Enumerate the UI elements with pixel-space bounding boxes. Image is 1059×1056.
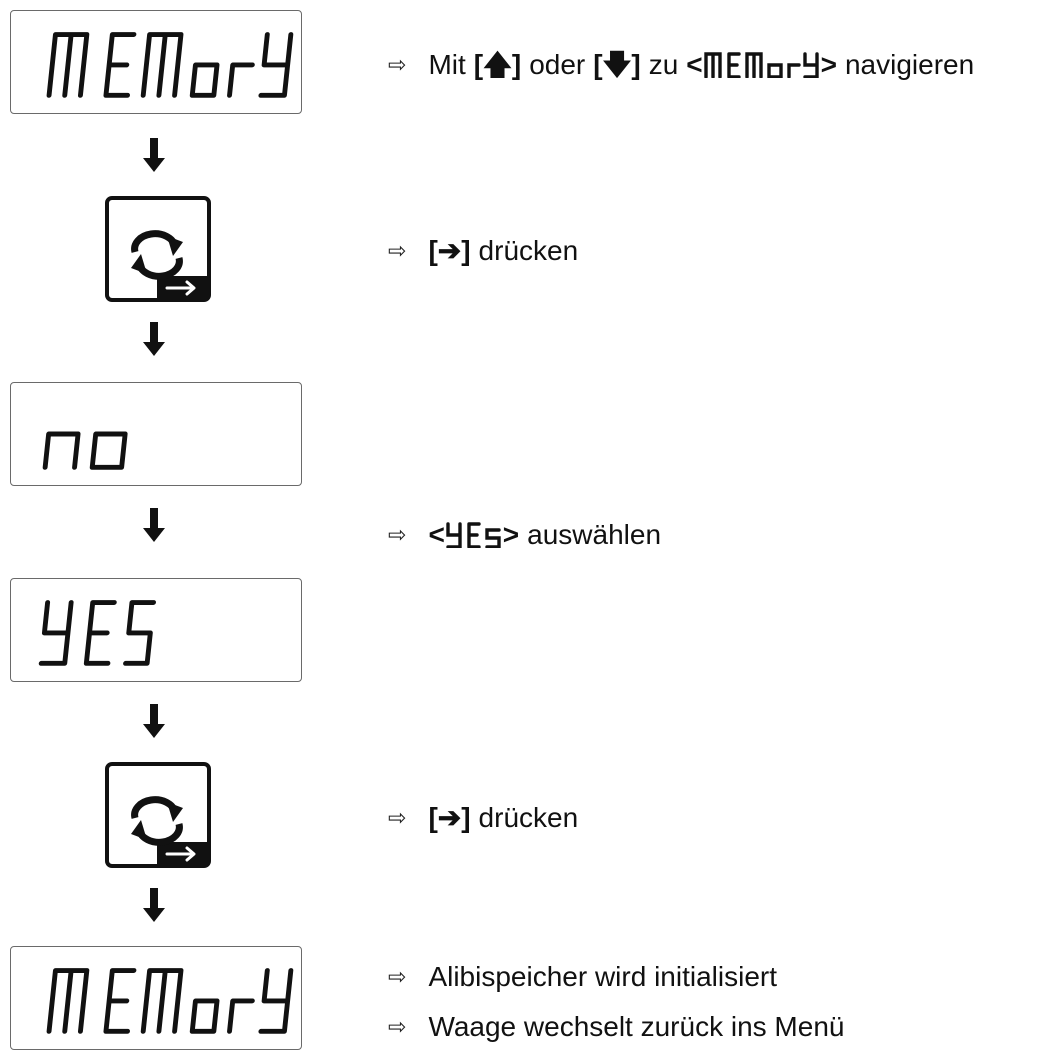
step-text: zu xyxy=(648,49,679,80)
instruction-step-select-yes: ⇨ < > auswählen xyxy=(388,518,661,552)
step-text: drücken xyxy=(478,802,579,833)
display-yes xyxy=(10,578,302,682)
step-text: Waage wechselt zurück ins Menü xyxy=(428,1011,845,1042)
arrow-bullet-icon: ⇨ xyxy=(388,52,407,77)
seven-segment-memory-text xyxy=(46,968,294,1034)
step-text: navigieren xyxy=(844,49,975,80)
seven-segment-no-text xyxy=(42,431,128,470)
down-arrow-icon xyxy=(143,138,165,172)
arrow-bullet-icon: ⇨ xyxy=(388,522,407,547)
bracket-open: < xyxy=(686,49,703,80)
bracket-close: > xyxy=(820,49,837,80)
arrow-bullet-icon: ⇨ xyxy=(388,1014,407,1039)
down-arrow-icon xyxy=(143,704,165,738)
display-no xyxy=(10,382,302,486)
arrow-bullet-icon: ⇨ xyxy=(388,964,407,989)
seven-segment-memory-text xyxy=(46,32,294,98)
arrow-bullet-icon: ⇨ xyxy=(388,805,407,830)
refresh-enter-key-icon xyxy=(105,196,211,302)
instruction-step-return-menu: ⇨ Waage wechselt zurück ins Menü xyxy=(388,1010,844,1044)
instruction-step-press-2: ⇨ [➔] drücken xyxy=(388,801,578,835)
step-text: oder xyxy=(529,49,586,80)
step-text: Mit xyxy=(428,49,466,80)
arrow-bullet-icon: ⇨ xyxy=(388,238,407,263)
seven-segment-yes-text xyxy=(38,600,156,666)
instruction-step-press-1: ⇨ [➔] drücken xyxy=(388,234,578,268)
instruction-step-navigate: ⇨ Mit [🡅] oder [🡇] zu < > navigieren xyxy=(388,48,974,82)
inline-segment-yes-text xyxy=(446,522,501,548)
right-key-label: [➔] xyxy=(428,235,471,266)
down-arrow-icon xyxy=(143,322,165,356)
display-memory-bottom xyxy=(10,946,302,1050)
step-text: Alibispeicher wird initialisiert xyxy=(428,961,778,992)
down-key-label: [🡇] xyxy=(593,49,641,80)
down-arrow-icon xyxy=(143,508,165,542)
up-key-label: [🡅] xyxy=(473,49,522,80)
display-memory-top xyxy=(10,10,302,114)
down-arrow-icon xyxy=(143,888,165,922)
right-key-label: [➔] xyxy=(428,802,471,833)
instruction-step-initialize: ⇨ Alibispeicher wird initialisiert xyxy=(388,960,777,994)
step-text: auswählen xyxy=(527,519,662,550)
bracket-close: > xyxy=(502,519,520,550)
refresh-enter-key-icon xyxy=(105,762,211,868)
step-text: drücken xyxy=(478,235,579,266)
inline-segment-memory-text xyxy=(703,52,819,78)
bracket-open: < xyxy=(428,519,445,550)
